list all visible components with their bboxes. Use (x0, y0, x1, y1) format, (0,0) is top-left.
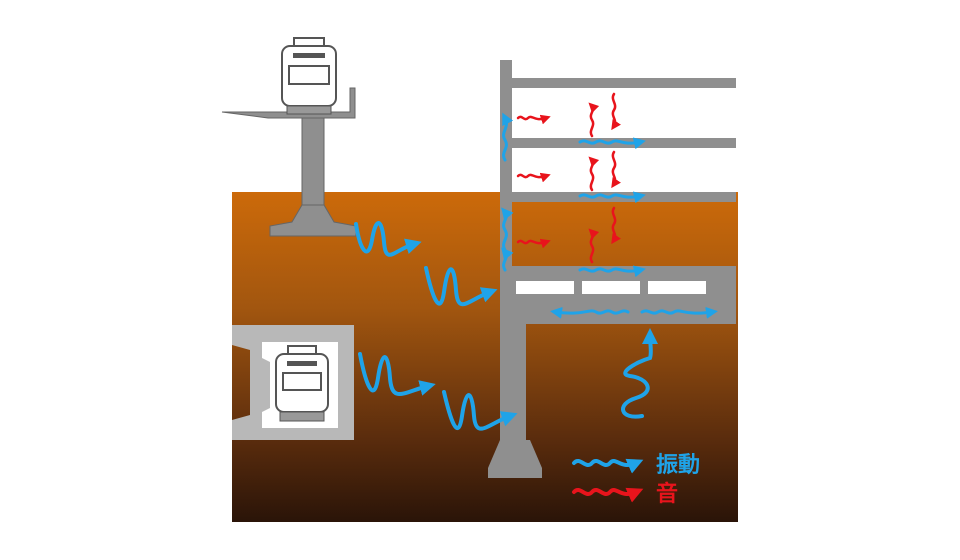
legend-vibration-label: 振動 (656, 453, 700, 478)
pier-footing (269, 204, 357, 237)
legend: 振動 音 (572, 453, 700, 507)
sound-wave-floor2-horizontal (516, 172, 551, 183)
sound-wave-floor3-horizontal (516, 238, 551, 249)
floor-slab-2 (500, 138, 736, 148)
basement-opening-3 (648, 281, 706, 294)
basement-vibration-left (550, 306, 630, 319)
foundation-column (500, 300, 526, 450)
legend-sound-label: 音 (656, 481, 678, 507)
floor-slab-3 (500, 192, 736, 202)
floor-vibration-2 (578, 191, 646, 204)
vibration-wave-4 (442, 390, 518, 431)
red-wavy-arrow-icon (572, 487, 644, 503)
vibration-wave-3 (358, 352, 436, 397)
floor-slab-4 (500, 266, 736, 276)
basement-opening-2 (582, 281, 640, 294)
sound-wave-floor2-up (588, 156, 600, 192)
vibration-wave-2 (424, 266, 498, 307)
vibration-wave-ground-up (621, 328, 659, 419)
blue-wavy-arrow-icon (572, 458, 644, 474)
wall-vibration-3 (501, 247, 514, 272)
sound-wave-floor3-up (588, 228, 600, 264)
floor-slab-1 (500, 78, 736, 88)
sound-wave-floor3-down (611, 206, 621, 245)
floor-vibration-3 (578, 265, 646, 278)
basement-opening-1 (516, 281, 574, 294)
sound-wave-floor1-horizontal (516, 114, 551, 125)
sound-wave-floor1-up (588, 102, 600, 138)
floor-vibration-1 (578, 137, 646, 150)
sound-wave-floor2-down (611, 150, 621, 189)
column-footing (488, 440, 542, 478)
viaduct-pier (301, 117, 325, 211)
train-icon (281, 37, 337, 115)
wall-vibration-2 (501, 207, 514, 252)
subway-train-icon (275, 345, 329, 422)
basement-vibration-right (640, 306, 718, 319)
vibration-wave-1 (354, 221, 422, 257)
wall-vibration-1 (502, 112, 514, 162)
sound-wave-floor1-down (611, 92, 621, 131)
